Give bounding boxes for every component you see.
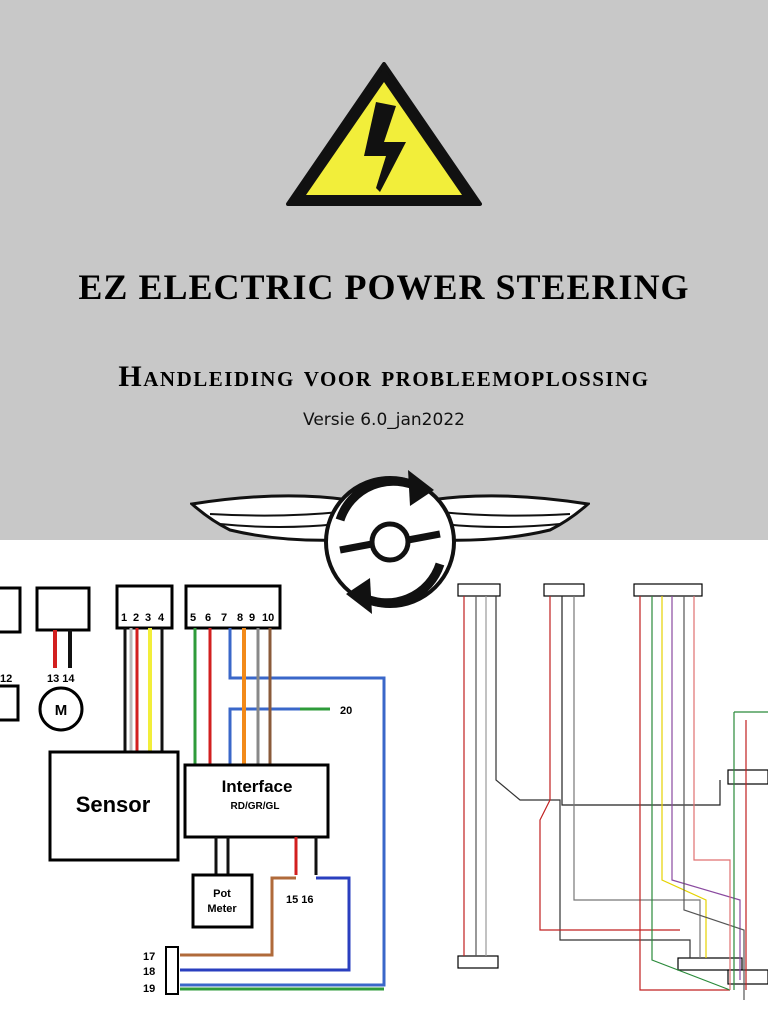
interface-sublabel: RD/GR/GL [231, 801, 280, 812]
connector-motor [35, 586, 91, 632]
svg-text:12: 12 [0, 673, 12, 685]
motor-symbol [38, 686, 84, 732]
connector-interface [184, 584, 282, 630]
document-subtitle: Handleiding voor probleemoplossing [118, 360, 650, 393]
svg-text:19: 19 [143, 983, 155, 995]
svg-text:7: 7 [221, 612, 227, 624]
svg-text:10: 10 [262, 612, 274, 624]
version-label: Versie 6.0_jan2022 [303, 410, 465, 430]
harness-drawing [457, 583, 768, 1000]
svg-text:9: 9 [249, 612, 255, 624]
svg-text:6: 6 [205, 612, 211, 624]
document-title: EZ ELECTRIC POWER STEERING [78, 267, 690, 307]
svg-text:8: 8 [237, 612, 243, 624]
high-voltage-warning-icon [286, 62, 482, 206]
interface-label: Interface [222, 777, 293, 796]
svg-text:4: 4 [158, 612, 165, 624]
svg-text:20: 20 [340, 705, 352, 717]
sensor-box [48, 750, 180, 862]
connector-sensor [115, 584, 174, 630]
motor-label: M [55, 702, 68, 719]
pot-meter-box [191, 873, 254, 929]
svg-text:18: 18 [143, 966, 155, 978]
company-logo-icon [190, 470, 590, 614]
svg-text:13 14: 13 14 [47, 673, 75, 685]
meter-label: Meter [207, 903, 237, 915]
interface-box [183, 763, 330, 839]
connector-17-19 [165, 946, 179, 995]
svg-text:17: 17 [143, 951, 155, 963]
sensor-label: Sensor [76, 792, 151, 817]
svg-text:2: 2 [133, 612, 139, 624]
pot-label: Pot [213, 888, 231, 900]
connector-left [0, 586, 22, 634]
svg-text:15 16: 15 16 [286, 894, 314, 906]
svg-text:3: 3 [145, 612, 151, 624]
svg-text:1: 1 [121, 612, 127, 624]
svg-text:5: 5 [190, 612, 196, 624]
